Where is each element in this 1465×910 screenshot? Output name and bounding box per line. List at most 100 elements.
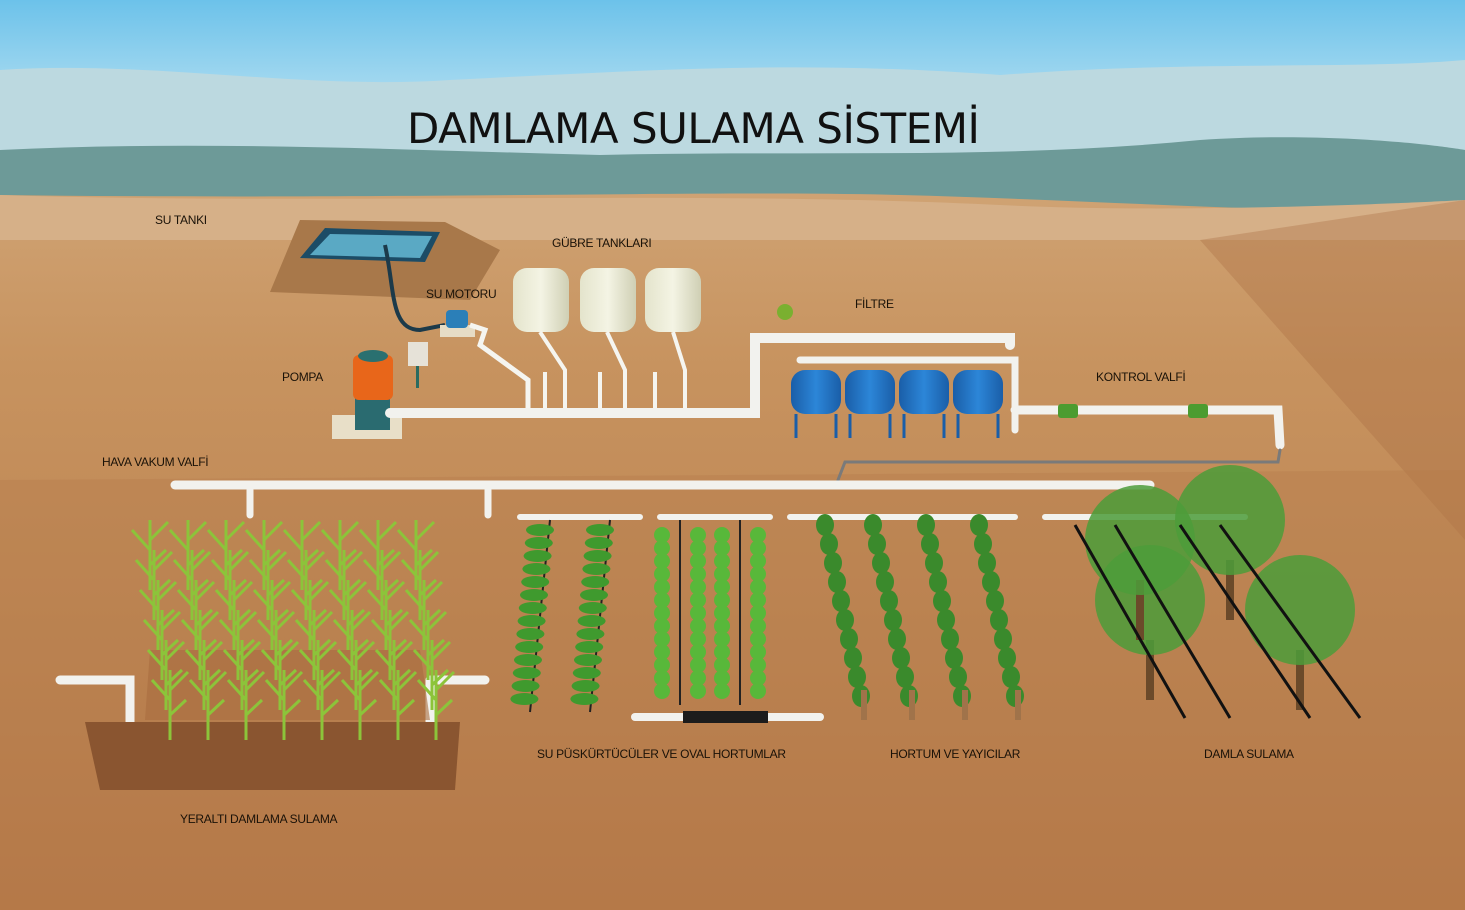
label-pump: POMPA: [282, 370, 323, 384]
corn-plant: [142, 610, 182, 680]
corn-plant: [396, 520, 436, 590]
vine: [820, 533, 838, 555]
vine: [888, 628, 906, 650]
vine: [836, 609, 854, 631]
plant: [580, 589, 608, 601]
tree: [1175, 465, 1285, 575]
lettuce: [690, 592, 706, 608]
label-water-motor: SU MOTORU: [426, 287, 497, 301]
lettuce: [690, 683, 706, 699]
corn-plant: [282, 520, 322, 590]
corn-plant: [150, 670, 190, 740]
lettuce: [714, 592, 730, 608]
plant: [576, 628, 605, 640]
water-tank-illustration: [270, 220, 500, 333]
vine: [832, 590, 850, 612]
plant: [582, 563, 611, 575]
lettuce: [714, 683, 730, 699]
vine: [974, 533, 992, 555]
corn-plant: [168, 520, 208, 590]
corn-plant: [336, 640, 376, 710]
corn-plant: [416, 670, 456, 740]
corn-plant: [180, 610, 220, 680]
corn-plant: [260, 640, 300, 710]
corn-plant: [214, 580, 254, 650]
label-air-vacuum-valve: HAVA VAKUM VALFİ: [102, 455, 209, 469]
label-sprinklers-oval-hoses: SU PÜSKÜRTÜCÜLER VE OVAL HORTUMLAR: [537, 747, 786, 761]
corn-plant: [226, 670, 266, 740]
plant: [578, 602, 607, 614]
corn-plant: [222, 640, 262, 710]
corn-plant: [378, 670, 418, 740]
lettuce: [714, 618, 730, 634]
corn-plant: [138, 580, 178, 650]
label-underground-drip: YERALTI DAMLAMA SULAMA: [180, 812, 338, 826]
plant: [524, 537, 553, 549]
lettuce: [654, 644, 670, 660]
vine: [880, 590, 898, 612]
lettuce: [654, 579, 670, 595]
corn-plant: [244, 520, 284, 590]
vine: [872, 552, 890, 574]
vine: [824, 552, 842, 574]
lettuce: [714, 579, 730, 595]
lettuce: [714, 566, 730, 582]
vine: [929, 571, 947, 593]
vine: [844, 647, 862, 669]
lettuce: [750, 592, 766, 608]
lettuce: [654, 631, 670, 647]
lettuce: [690, 540, 706, 556]
lettuce: [750, 683, 766, 699]
corn-plant: [340, 670, 380, 740]
lettuce: [750, 631, 766, 647]
plant: [518, 602, 547, 614]
corn-plant: [328, 580, 368, 650]
lettuce: [654, 527, 670, 543]
lettuce: [654, 540, 670, 556]
corn-plant: [298, 640, 338, 710]
corn-plant: [256, 610, 296, 680]
vine: [945, 647, 963, 669]
corn-plant: [184, 640, 224, 710]
lettuce: [654, 566, 670, 582]
lettuce: [750, 644, 766, 660]
label-fertilizer-tanks: GÜBRE TANKLARI: [552, 236, 652, 250]
lettuce: [714, 670, 730, 686]
vine: [840, 628, 858, 650]
lettuce: [714, 540, 730, 556]
lettuce: [750, 540, 766, 556]
lettuce: [654, 553, 670, 569]
corn-plant: [302, 670, 342, 740]
plant: [574, 654, 602, 666]
plant: [520, 589, 548, 601]
vine: [949, 666, 967, 688]
corn-plant: [248, 550, 288, 620]
corn-plant: [408, 610, 448, 680]
lettuce: [750, 657, 766, 673]
label-control-valve: KONTROL VALFİ: [1096, 370, 1186, 384]
corn-plant: [210, 550, 250, 620]
corn-plant: [370, 610, 410, 680]
plant: [512, 667, 541, 679]
vine: [864, 514, 882, 536]
plant: [510, 693, 539, 705]
motor-and-pump: [332, 310, 531, 439]
corn-plant: [400, 550, 440, 620]
corn-plant: [412, 640, 452, 710]
tree: [1085, 485, 1195, 595]
lettuce: [690, 644, 706, 660]
vine: [917, 514, 935, 536]
lettuce: [714, 605, 730, 621]
fertilizer-tanks-illustration: [513, 268, 701, 410]
lettuce: [690, 553, 706, 569]
vine: [896, 666, 914, 688]
vine: [921, 533, 939, 555]
plant: [522, 563, 551, 575]
vine: [978, 552, 996, 574]
main-pipes: [55, 333, 1285, 760]
corn-plant: [320, 520, 360, 590]
lettuce: [750, 553, 766, 569]
plant: [583, 550, 612, 562]
lettuce: [714, 644, 730, 660]
